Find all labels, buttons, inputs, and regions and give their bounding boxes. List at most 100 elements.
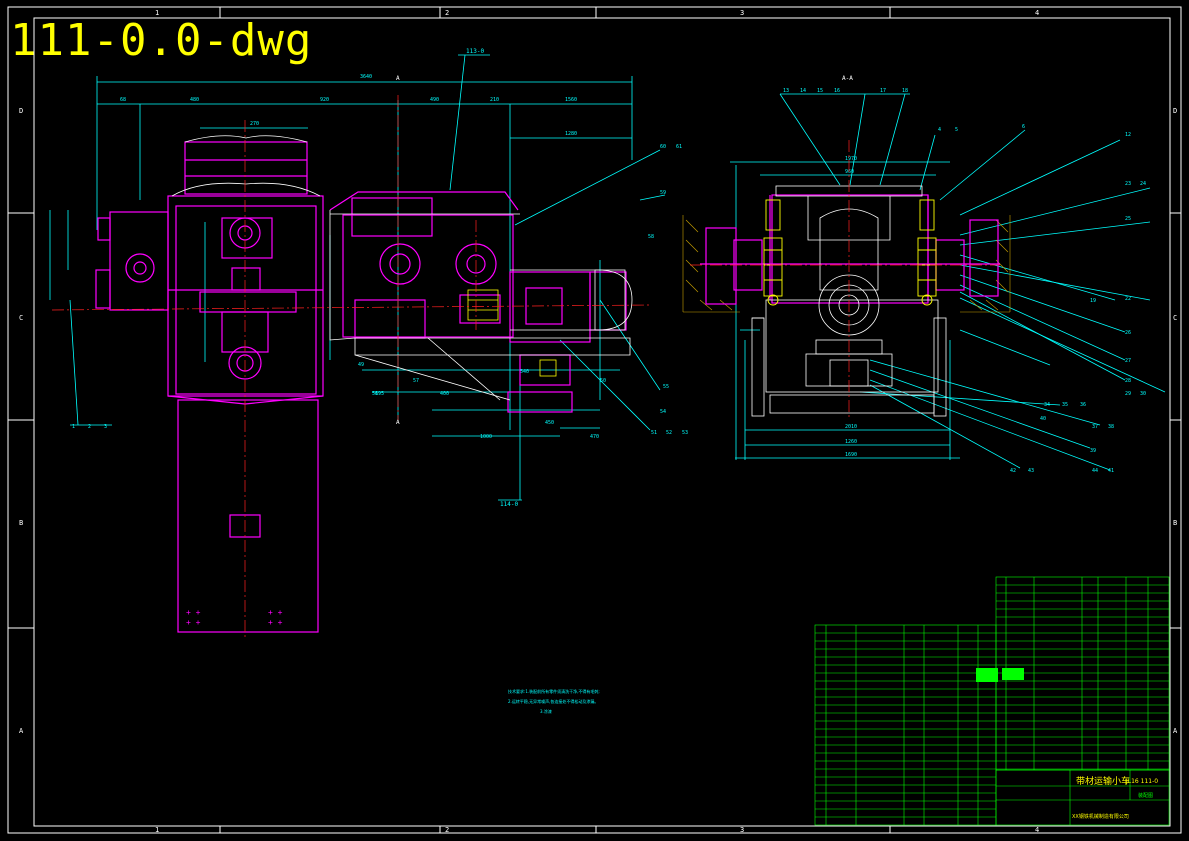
note-line-3: 3.涂漆 [540,708,552,714]
callout-24: 24 [1140,181,1146,187]
svg-text:+ +: + + [186,608,201,617]
parts-list [814,576,1170,826]
callout-54: 54 [660,409,666,415]
zone-bottom-3: 3 [740,826,744,834]
callout-60: 60 [660,144,666,150]
drawing-frame [7,6,1182,834]
callout-50: 50 [600,378,606,384]
section-marker-bottom: A [396,419,400,426]
callout-25: 25 [1125,216,1131,222]
svg-text:480: 480 [190,97,199,103]
callout-53: 53 [682,430,688,436]
note-line-2: 2.运转平稳,无异常噪声,各连接处不得松动及渗漏。 [508,698,598,704]
section-view: A-A [682,75,1166,474]
product-name: 带材运输小车 [1076,775,1130,787]
zone-top-1: 1 [155,9,159,17]
callout-43: 43 [1028,468,1034,474]
callout-55: 55 [663,384,669,390]
title-block-text: 带材运输小车 JL16 111-0 装配图 XX钢铁机械制造有限公司 [1072,775,1158,820]
callout-27: 27 [1125,358,1131,364]
callout-14: 14 [800,88,806,94]
zone-bottom-1: 1 [155,826,159,834]
company-name: XX钢铁机械制造有限公司 [1072,813,1129,820]
callout-35: 35 [1062,402,1068,408]
callout-13: 13 [783,88,789,94]
zone-labels: 1 2 3 4 1 2 3 4 D C B A D C B A [19,9,1178,834]
drawing-title: 111-0.0-dwg [10,15,313,66]
section-callout-labels: 13 14 15 16 17 18 4 5 6 12 23 24 25 19 2… [783,88,1146,474]
callout-34: 34 [1044,402,1050,408]
section-title: A-A [842,75,853,82]
svg-text:1560: 1560 [565,97,577,103]
callout-6: 6 [1022,124,1025,130]
callout-40: 40 [1040,416,1046,422]
callout-57: 57 [413,378,419,384]
svg-text:1690: 1690 [845,452,857,458]
callout-1: 1 [72,424,75,430]
svg-text:2010: 2010 [845,424,857,430]
svg-text:210: 210 [490,97,499,103]
callout-16: 16 [834,88,840,94]
front-body [171,135,633,401]
section-dim-text: 1970 960 2010 1260 1690 [845,156,857,458]
svg-text:960: 960 [845,169,854,175]
callout-2: 2 [88,424,91,430]
section-centerlines [690,140,1000,420]
callout-37: 37 [1092,424,1098,430]
callout-28: 28 [1125,378,1131,384]
front-fasteners [467,289,557,377]
front-ref-top: 113-0 [466,48,484,55]
zone-right-c: C [1173,314,1177,322]
callout-30: 30 [1140,391,1146,397]
svg-text:270: 270 [250,121,259,127]
callout-38: 38 [1108,424,1114,430]
callout-56: 56 [372,391,378,397]
svg-text:1260: 1260 [845,439,857,445]
svg-text:+ +: + + [268,618,283,627]
zone-top-4: 4 [1035,9,1039,17]
zone-right-d: D [1173,107,1177,115]
drawing-number: JL16 111-0 [1125,778,1158,785]
front-ref-bottom: 114-0 [500,501,518,508]
svg-text:195: 195 [375,391,384,397]
callout-4: 4 [938,127,941,133]
svg-text:1970: 1970 [845,156,857,162]
svg-text:450: 450 [545,420,554,426]
callout-52: 52 [666,430,672,436]
sheet-label: 装配图 [1138,792,1153,799]
callout-5: 5 [955,127,958,133]
callout-12: 12 [1125,132,1131,138]
front-centerlines [51,95,651,640]
zone-left-b: B [19,519,23,527]
callout-39: 39 [1090,448,1096,454]
svg-text:490: 490 [430,97,439,103]
zone-top-3: 3 [740,9,744,17]
callout-22: 22 [1125,296,1131,302]
svg-text:470: 470 [590,434,599,440]
callout-17: 17 [880,88,886,94]
callout-19: 19 [1090,298,1096,304]
section-dimensions [730,93,1166,471]
callout-42: 42 [1010,468,1016,474]
callout-58: 58 [648,234,654,240]
zone-bottom-4: 4 [1035,826,1039,834]
callout-41: 41 [1108,468,1114,474]
callout-29: 29 [1125,391,1131,397]
front-callout-labels: 1 2 3 60 61 59 58 55 54 51 52 53 56 57 4… [72,144,688,436]
callout-3: 3 [104,424,107,430]
zone-right-a: A [1173,727,1178,735]
svg-text:1000: 1000 [480,434,492,440]
callout-49: 49 [358,362,364,368]
zone-bottom-2: 2 [445,826,449,834]
svg-text:+ +: + + [186,618,201,627]
callout-18: 18 [902,88,908,94]
zone-right-b: B [1173,519,1177,527]
technical-notes: 技术要求:1.装配前所有零件须清洗干净,不得有毛刺; 2.运转平稳,无异常噪声,… [508,688,600,714]
zone-top-2: 2 [445,9,449,17]
note-line-1: 技术要求:1.装配前所有零件须清洗干净,不得有毛刺; [508,688,600,694]
svg-text:+ +: + + [268,608,283,617]
parts-list-fill [976,668,1024,682]
